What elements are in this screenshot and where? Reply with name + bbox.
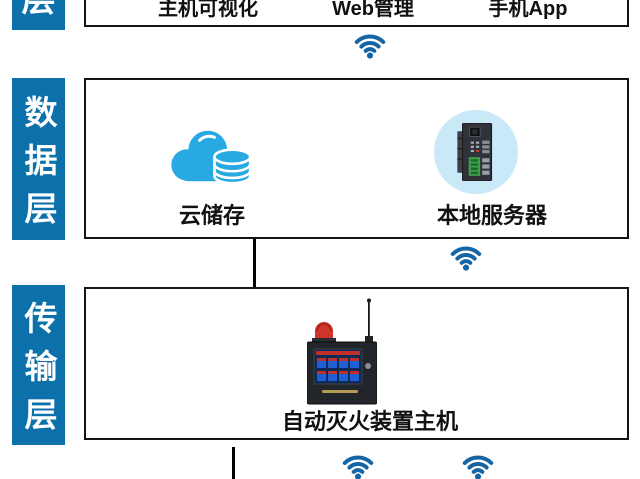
device-caption-marks <box>322 390 358 393</box>
transport-layer-box: 自动灭火装置主机 <box>84 287 629 440</box>
fire-controller-label: 自动灭火装置主机 <box>281 409 459 434</box>
fire-suppression-controller-icon <box>307 298 377 405</box>
app-item-host-visualization: 主机可视化 <box>158 0 258 20</box>
connector-line-transport-down <box>232 447 235 479</box>
local-server-label: 本地服务器 <box>436 203 548 228</box>
wifi-icon <box>450 246 482 271</box>
layer-label-transport-text: 传输层 <box>20 301 57 445</box>
app-item-web-management: Web管理 <box>332 0 414 20</box>
application-layer-box: 主机可视化 Web管理 手机App <box>84 0 629 27</box>
wifi-icon <box>354 34 386 59</box>
connector-line-data-transport <box>253 239 256 287</box>
wifi-icon <box>342 455 374 479</box>
cloud-database-icon <box>171 130 252 185</box>
layer-label-transport: 传输层 <box>12 285 65 445</box>
layer-label-data: 数据层 <box>12 78 65 240</box>
data-layer-box: 云储存 <box>84 78 629 239</box>
layer-label-application-text: 层 <box>21 0 56 19</box>
wifi-icon <box>462 455 494 479</box>
layer-label-data-text: 数据层 <box>20 95 57 239</box>
app-item-mobile-app: 手机App <box>488 0 568 20</box>
industrial-server-icon <box>434 110 518 194</box>
layer-label-application: 层 <box>12 0 65 30</box>
cloud-storage-label: 云储存 <box>178 203 246 228</box>
server-device-art <box>457 123 493 181</box>
